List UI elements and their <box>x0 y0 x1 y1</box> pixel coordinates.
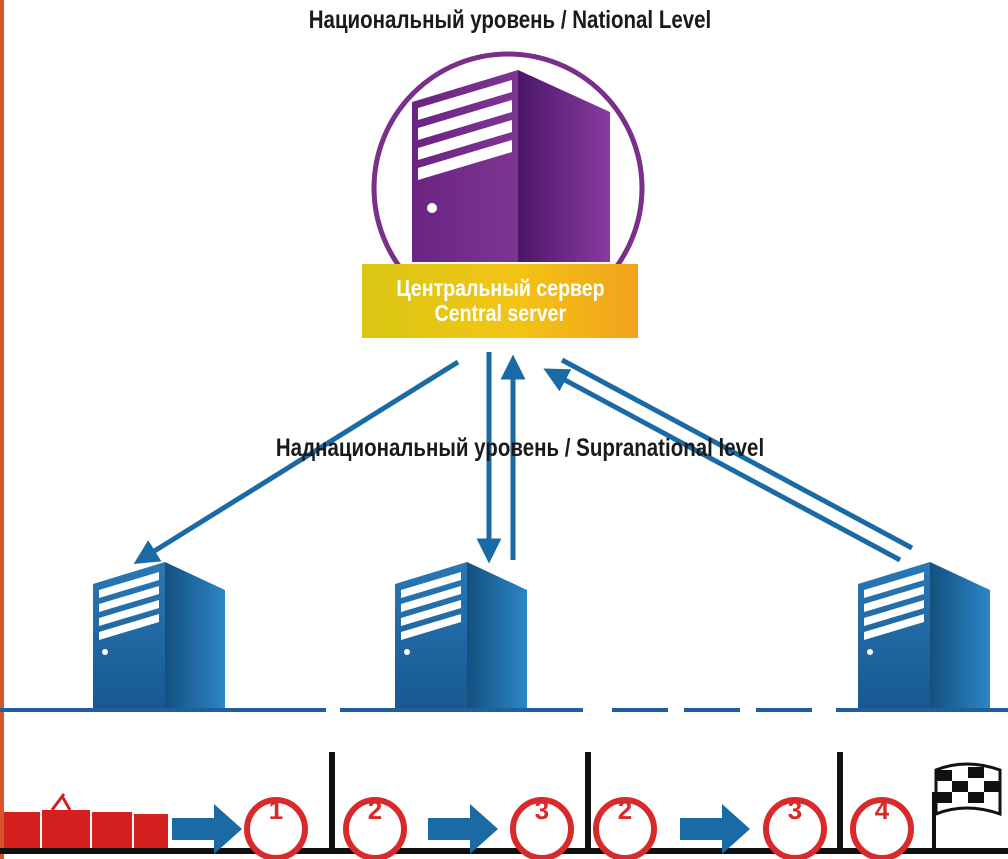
step-circles <box>244 797 914 859</box>
step-circle <box>850 797 914 859</box>
supranational-level-label: Наднациональный уровень / Supranational … <box>275 434 765 462</box>
step-circle <box>763 797 827 859</box>
section-dividers <box>329 752 843 850</box>
line-to-right-server <box>560 357 914 551</box>
step-circle <box>510 797 574 859</box>
step-number: 3 <box>534 795 550 825</box>
route-arrow <box>428 804 498 854</box>
step-circle <box>593 797 657 859</box>
route-arrow <box>172 804 242 854</box>
train-icon <box>4 793 168 848</box>
route-arrows <box>172 804 750 854</box>
central-server-label-en: Central server <box>434 300 566 326</box>
central-server-label-box: Центральный сервер Central server <box>362 264 638 338</box>
server-icon <box>93 562 225 710</box>
step-number: 3 <box>787 795 803 825</box>
server-icon <box>858 562 990 710</box>
data-flow-arrows <box>133 352 914 564</box>
arrow-to-left-server <box>133 359 460 564</box>
route-arrow <box>680 804 750 854</box>
step-number: 2 <box>367 795 383 825</box>
step-circle <box>244 797 308 859</box>
page-edge-stripe <box>0 0 4 859</box>
national-level-label: Национальный уровень / National Level <box>308 6 712 34</box>
arrow-from-right-server <box>543 368 902 563</box>
central-server-label-ru: Центральный сервер <box>395 275 605 301</box>
central-server-icon <box>412 70 610 262</box>
checkered-flag-icon <box>932 762 1002 850</box>
server-icon <box>395 562 527 710</box>
step-number: 4 <box>874 795 890 825</box>
step-number: 1 <box>268 795 284 825</box>
step-circle <box>343 797 407 859</box>
step-number: 2 <box>617 795 633 825</box>
